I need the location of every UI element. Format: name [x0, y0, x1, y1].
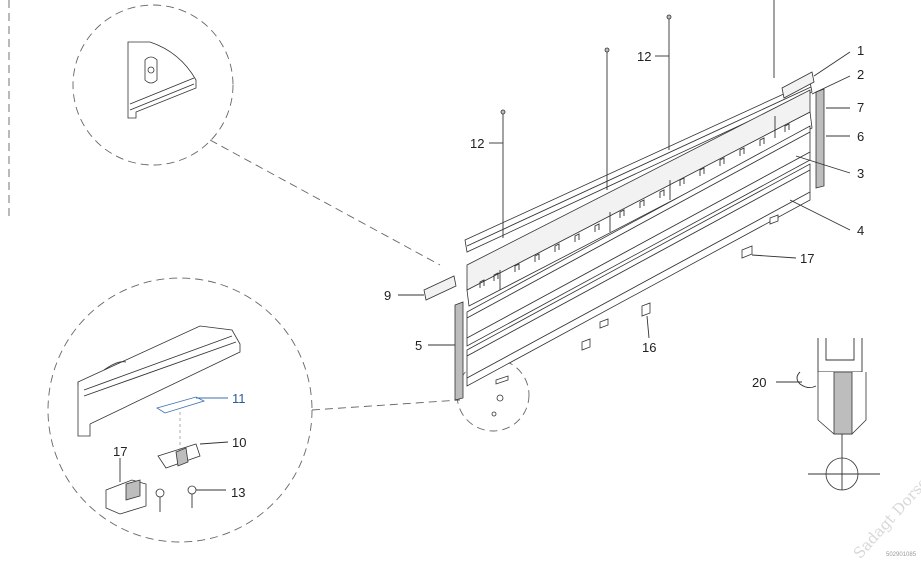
callout-6: 6: [857, 129, 864, 144]
callout-3: 3: [857, 166, 864, 181]
callout-12-lower: 12: [470, 136, 484, 151]
callout-12-upper: 12: [637, 49, 651, 64]
leader-lines: [398, 51, 851, 346]
callout-labels: 1 2 7 6 3 4 17 16 9 5 12 12 11 10 17 13 …: [113, 43, 864, 500]
callout-5: 5: [415, 338, 422, 353]
watermark-text: Sadagt Dorse: [850, 474, 921, 563]
panel-assembly: [423, 0, 825, 417]
callout-16: 16: [642, 340, 656, 355]
callout-11: 11: [232, 391, 246, 406]
callout-17-detail: 17: [113, 444, 127, 459]
callout-10: 10: [232, 435, 246, 450]
drawing-code: 502901085: [886, 552, 917, 558]
callout-13: 13: [231, 485, 245, 500]
callout-7: 7: [857, 100, 864, 115]
detail-circle-top: [72, 4, 234, 166]
callout-17-main: 17: [800, 251, 814, 266]
callout-9: 9: [384, 288, 391, 303]
callout-2: 2: [857, 67, 864, 82]
detail-circle-bottom: [47, 277, 313, 543]
pin-detail: [776, 338, 880, 491]
leader-detail-bottom: [311, 399, 461, 411]
callout-4: 4: [857, 223, 864, 238]
callout-1: 1: [857, 43, 864, 58]
leader-detail-top: [209, 139, 441, 266]
callout-20: 20: [752, 375, 766, 390]
